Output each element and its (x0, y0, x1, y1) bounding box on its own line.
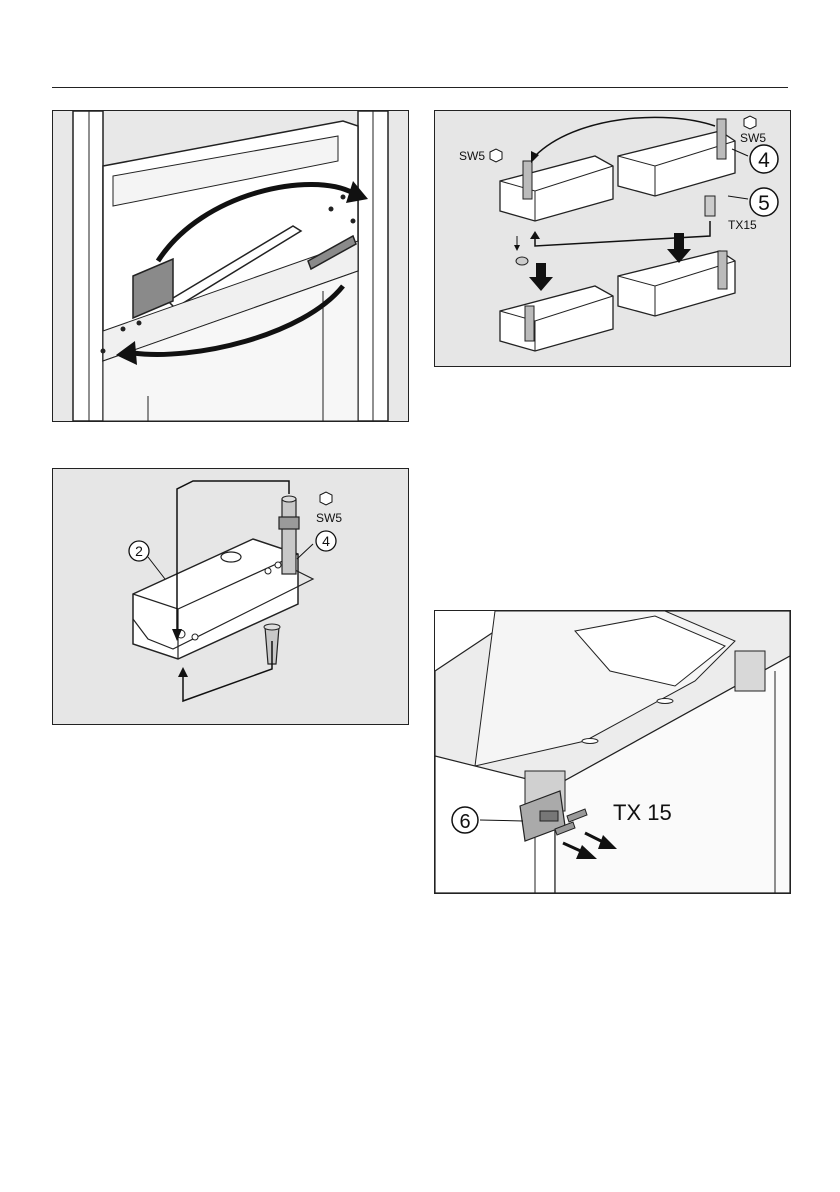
hex-wrench-icon-left (490, 149, 502, 162)
figure-bracket-pin: 2 4 SW5 (52, 468, 409, 725)
hinge-cover-drawing: 6 TX 15 (435, 611, 790, 893)
bracket-pin-drawing: 2 4 SW5 (53, 469, 408, 724)
figure-cover-cap-swap (52, 110, 409, 422)
callout-2: 2 (135, 543, 143, 559)
wrench-size-label: SW5 (316, 511, 342, 525)
hex-wrench-icon (320, 492, 332, 505)
torx-size-label: TX 15 (613, 800, 672, 825)
callout-6: 6 (459, 811, 470, 833)
figure-hinge-cover: 6 TX 15 (434, 610, 791, 894)
wrench-size-left: SW5 (459, 149, 485, 163)
hinge-swap-drawing: 4 5 SW5 SW5 TX15 (435, 111, 790, 366)
figure-hinge-swap: 4 5 SW5 SW5 TX15 (434, 110, 791, 367)
callout-4: 4 (322, 533, 330, 549)
wrench-size-right: SW5 (740, 131, 766, 145)
cover-cap-swap-drawing (53, 111, 408, 421)
callout-5: 5 (758, 192, 770, 215)
header-rule (52, 87, 788, 88)
hex-wrench-icon-right (744, 116, 756, 129)
torx-size-label: TX15 (728, 218, 757, 232)
callout-4: 4 (758, 149, 770, 172)
